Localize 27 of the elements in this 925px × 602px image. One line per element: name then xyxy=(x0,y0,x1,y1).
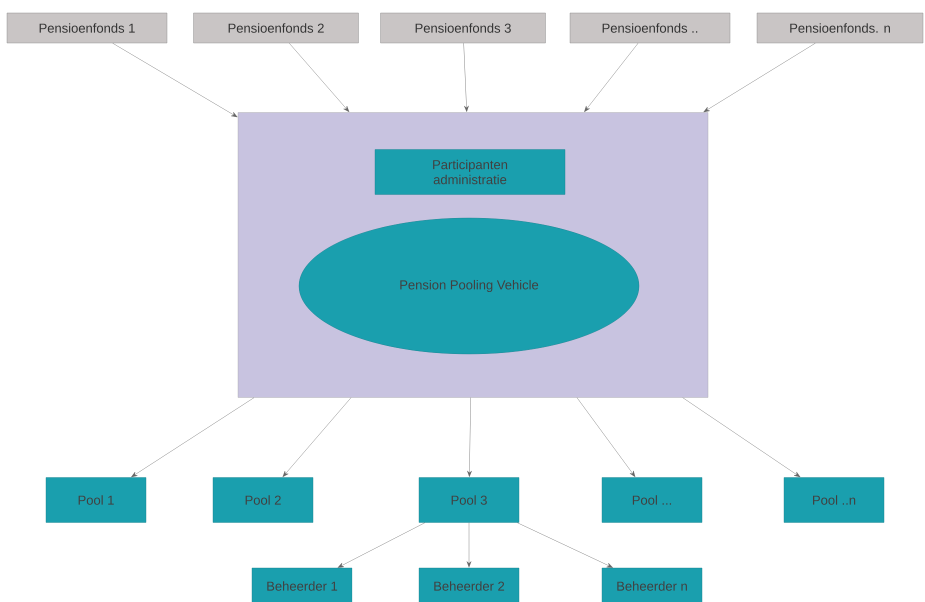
fund-box: Pensioenfonds 3 xyxy=(380,12,546,44)
process-box: Beheerder 2 xyxy=(418,568,520,602)
process-box: Pool 3 xyxy=(418,477,520,523)
process-box: Pool 1 xyxy=(46,477,146,523)
process-box: Pool ..n xyxy=(784,477,884,523)
process-box: Participanten administratie xyxy=(374,149,566,195)
arrow xyxy=(576,398,636,478)
process-box: Pool 2 xyxy=(212,477,314,523)
fund-box: Pensioenfonds 2 xyxy=(193,12,359,44)
arrow xyxy=(338,522,426,568)
arrow xyxy=(467,398,472,477)
arrow xyxy=(463,43,469,112)
fund-box: Pensioenfonds .. xyxy=(570,12,730,44)
process-box: Pool ... xyxy=(602,477,702,523)
process-box: Beheerder 1 xyxy=(252,568,352,602)
fund-box: Pensioenfonds. n xyxy=(756,12,924,44)
arrow xyxy=(131,398,254,478)
fund-box: Pensioenfonds 1 xyxy=(6,12,168,44)
arrow xyxy=(584,43,638,112)
arrow xyxy=(703,43,816,112)
arrow xyxy=(112,43,238,118)
arrow xyxy=(682,398,800,478)
arrow xyxy=(282,398,352,478)
process-box: Beheerder n xyxy=(602,568,702,602)
arrow xyxy=(466,522,472,568)
arrow xyxy=(517,522,613,568)
arrow xyxy=(289,43,350,112)
